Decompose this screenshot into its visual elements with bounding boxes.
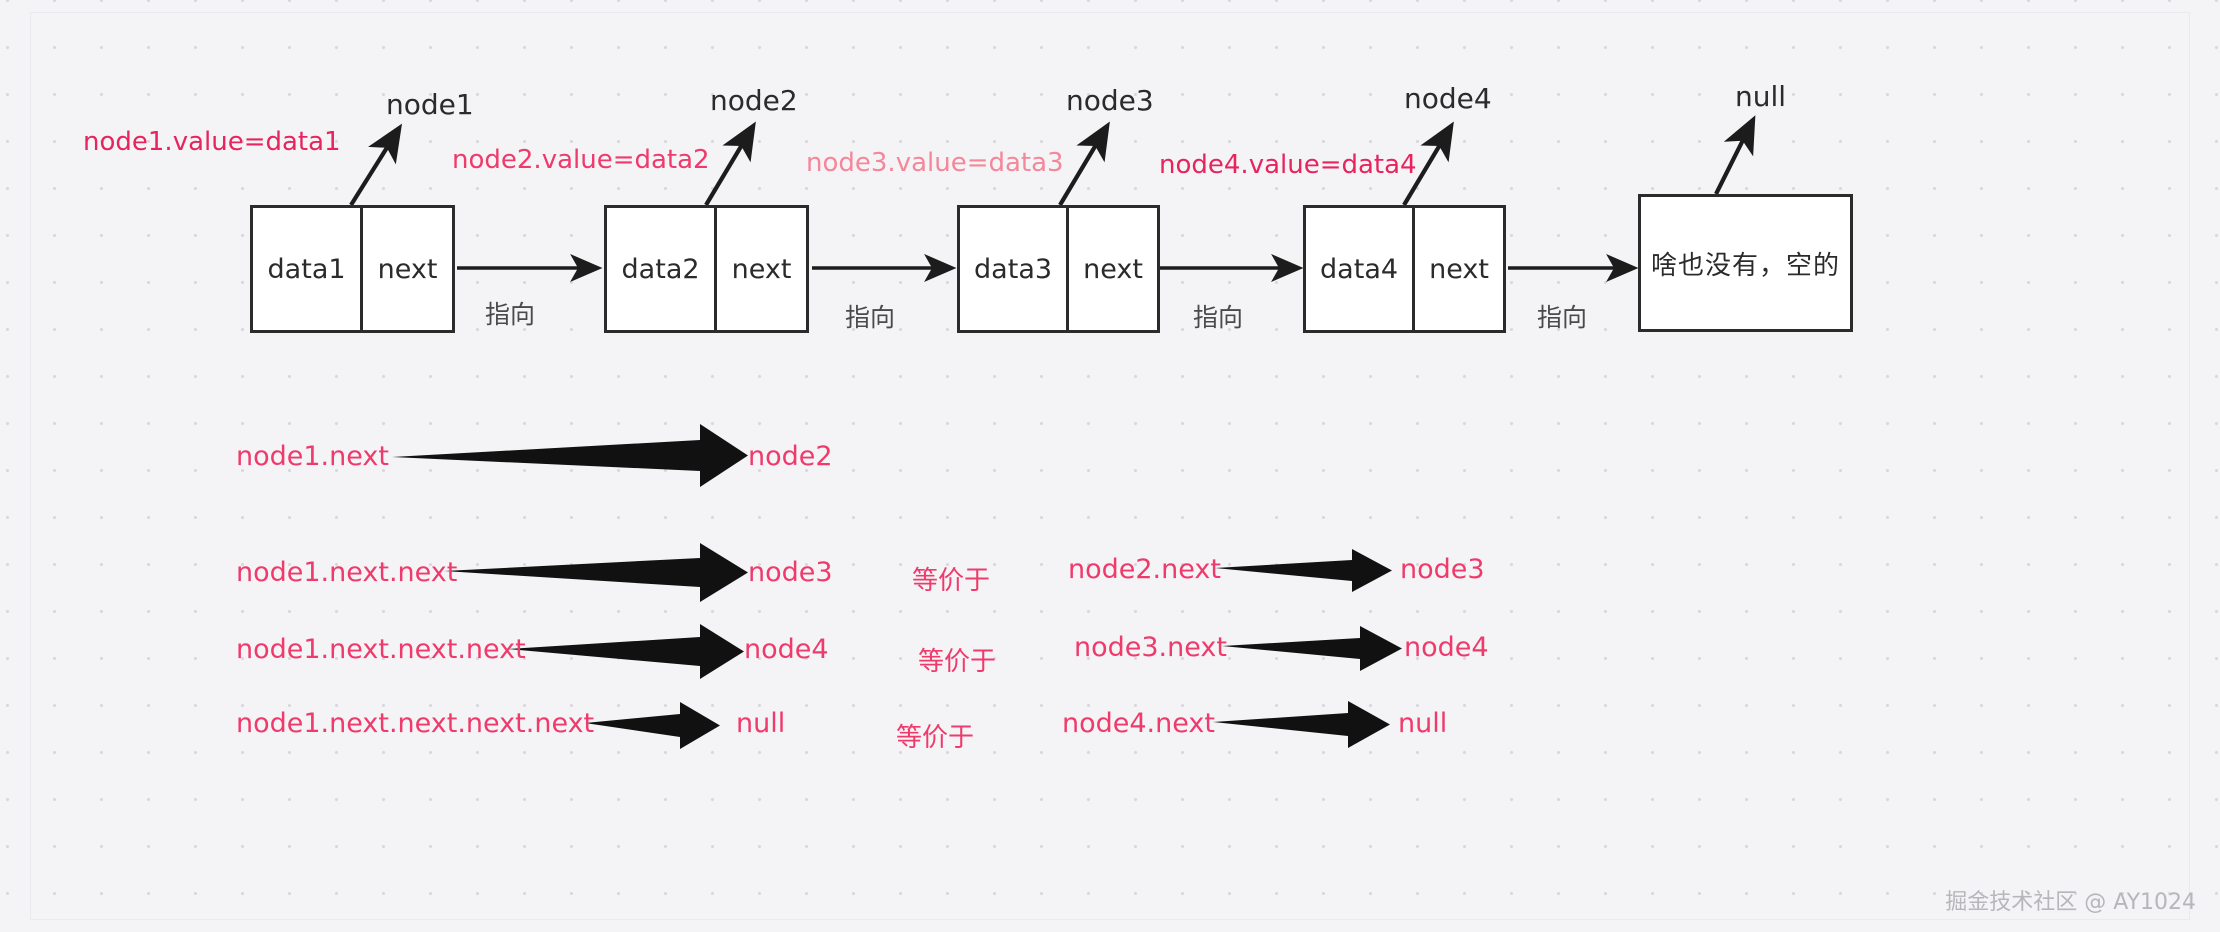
node-next-cell: next	[731, 253, 792, 285]
pointer-note-2: 指向	[845, 303, 896, 332]
watermark: 掘金技术社区 @ AY1024	[1945, 890, 2196, 915]
node-next-cell: next	[377, 253, 438, 285]
node-data-cell: data4	[1306, 208, 1416, 330]
pointer-note-3: 指向	[1193, 303, 1244, 332]
relation-equiv-4: 等价于	[896, 723, 975, 753]
node-label-4: node4	[1404, 82, 1492, 115]
node-box-1[interactable]: data1 next	[250, 205, 455, 333]
relation-left-target-4: null	[736, 708, 786, 739]
node-label-3: node3	[1066, 84, 1154, 117]
pointer-note-1: 指向	[485, 300, 536, 329]
relation-left-target-1: node2	[748, 441, 833, 472]
pointer-note-4: 指向	[1537, 303, 1588, 332]
tail-null-box[interactable]: 啥也没有，空的	[1638, 194, 1853, 332]
node-box-4[interactable]: data4 next	[1303, 205, 1506, 333]
relation-right-target-4: null	[1398, 708, 1448, 739]
relation-left-expr-2: node1.next.next	[236, 557, 458, 588]
relation-right-expr-4: node4.next	[1062, 708, 1215, 739]
value-note-1: node1.value=data1	[83, 127, 341, 157]
node-box-2[interactable]: data2 next	[604, 205, 809, 333]
tail-label-null: null	[1735, 80, 1787, 113]
relation-right-target-3: node4	[1404, 632, 1489, 663]
relation-right-expr-2: node2.next	[1068, 554, 1221, 585]
node-label-2: node2	[710, 84, 798, 117]
value-note-2: node2.value=data2	[452, 145, 710, 175]
node-callout-arrows	[349, 115, 1756, 207]
relation-left-target-2: node3	[748, 557, 833, 588]
node-next-cell: next	[1429, 253, 1489, 285]
relation-arrows-right	[1213, 549, 1402, 748]
node-next-cell: next	[1083, 253, 1143, 285]
relation-left-expr-3: node1.next.next.next	[236, 634, 526, 665]
relation-equiv-3: 等价于	[918, 647, 997, 677]
relation-left-expr-1: node1.next	[236, 441, 389, 472]
value-note-3: node3.value=data3	[806, 148, 1064, 178]
node-label-1: node1	[386, 88, 474, 121]
relation-left-expr-4: node1.next.next.next.next	[236, 708, 595, 739]
relation-left-target-3: node4	[744, 634, 829, 665]
node-data-cell: data1	[253, 208, 364, 330]
node-data-cell: data2	[607, 208, 718, 330]
node-box-3[interactable]: data3 next	[957, 205, 1160, 333]
relation-equiv-2: 等价于	[912, 566, 991, 596]
relation-arrows-left	[392, 424, 748, 749]
relation-right-expr-3: node3.next	[1074, 632, 1227, 663]
value-note-4: node4.value=data4	[1159, 150, 1417, 180]
relation-right-target-2: node3	[1400, 554, 1485, 585]
node-data-cell: data3	[960, 208, 1070, 330]
